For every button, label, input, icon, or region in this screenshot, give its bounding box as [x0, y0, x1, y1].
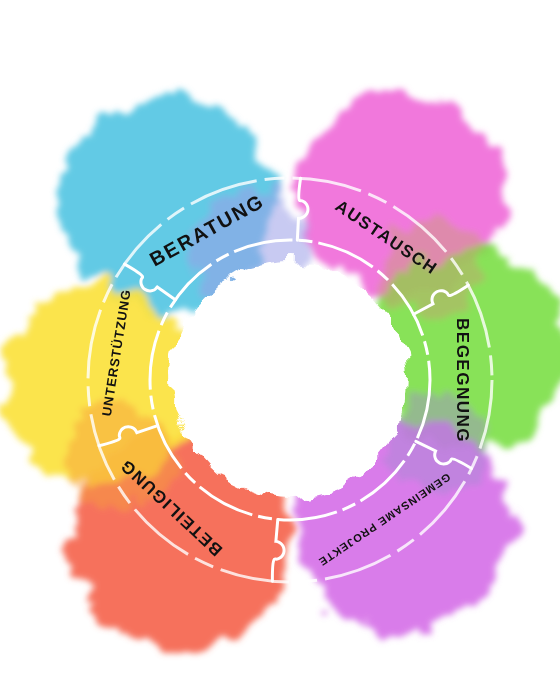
outer-edge — [88, 178, 492, 582]
piece-joint — [272, 519, 284, 581]
puzzle-outline — [88, 178, 492, 582]
piece-joint — [297, 178, 308, 240]
begegnung-piece: BEGEGNUNG — [454, 318, 471, 443]
inner-edge — [150, 240, 430, 520]
piece-label: BEGEGNUNG — [454, 318, 471, 443]
piece-joint — [414, 285, 469, 314]
piece-joint — [416, 441, 472, 468]
piece-joint — [125, 264, 176, 300]
center-hole — [172, 262, 408, 498]
piece-joint — [99, 426, 158, 446]
color-blobs — [2, 91, 560, 650]
